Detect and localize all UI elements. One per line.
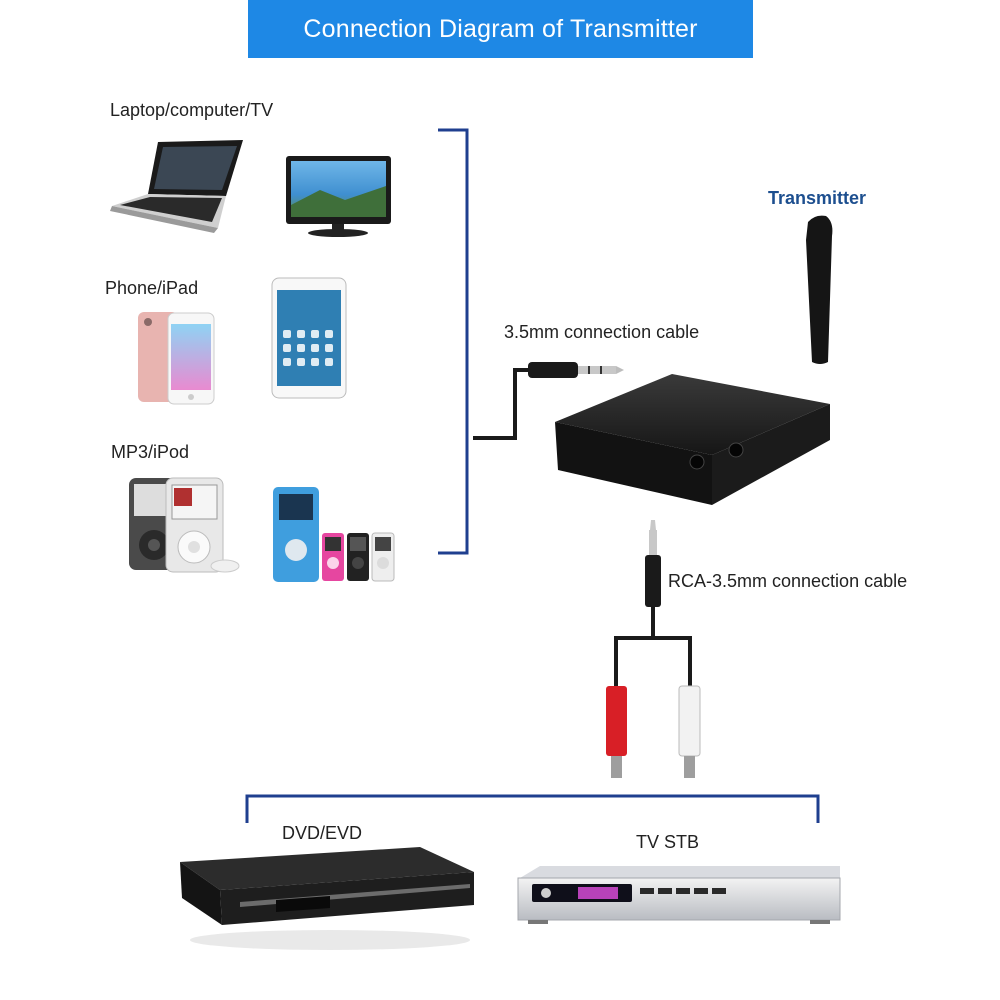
tv-icon [286,156,391,237]
rca-cable-icon [606,520,701,778]
laptop-icon [110,140,243,233]
transmitter-label: Transmitter [768,188,867,208]
ipod-classic-icon [129,477,240,573]
diagram-title: Connection Diagram of Transmitter [303,14,698,43]
source-bracket [438,128,469,555]
title-banner: Connection Diagram of Transmitter [248,0,753,58]
transmitter-icon [555,215,833,505]
phone-icon [138,312,215,405]
cable-35mm-icon [473,362,624,440]
laptop-label: Laptop/computer/TV [110,100,274,120]
rca-cable-label: RCA-3.5mm connection cable [668,571,908,591]
dvd-player-icon [180,847,474,950]
cable-35mm-label: 3.5mm connection cable [504,322,700,342]
tablet-icon [271,277,347,399]
dvd-label: DVD/EVD [282,823,363,843]
output-bracket [245,794,820,823]
phone-label: Phone/iPad [105,278,199,298]
stb-label: TV STB [636,832,700,852]
ipod-nano-icon [273,487,395,582]
mp3-label: MP3/iPod [111,442,190,462]
tv-stb-icon [517,866,841,924]
